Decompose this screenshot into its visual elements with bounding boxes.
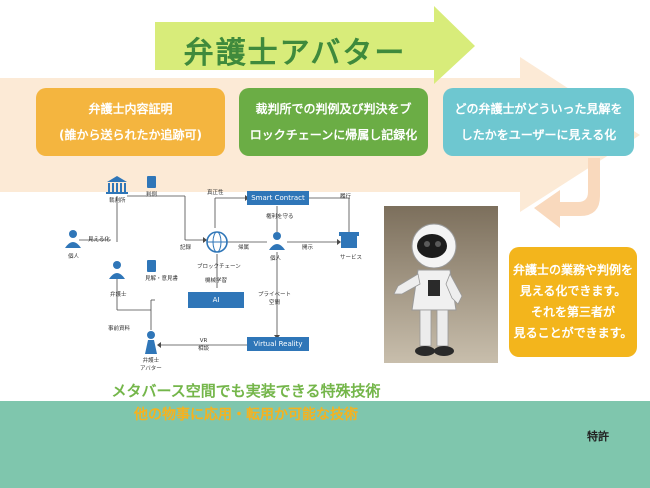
tagline-applicable: 他の物事に応用・転用か可能な技術 [134,407,358,423]
feature-box-blockchain-record: 裁判所での判例及び判決をブ ロックチェーンに帰属し記録化 [239,88,428,156]
label-kojin-right: 個人 [270,256,282,262]
feature-box-line: どの弁護士がどういった見解を [454,102,623,116]
robot-image [384,206,498,363]
visualization-callout: 弁護士の業務や判例を 見える化できます。 それを第三者が 見ることができます。 [509,247,637,357]
label-kizoku: 帰属 [238,245,250,251]
label-private: プライベート 空間 [258,292,292,306]
callout-line: それを第三者が [530,305,615,319]
feature-box-line: 裁判所での判例及び判決をブ [255,102,412,116]
feature-box-line: (誰から送られたか追跡可) [59,128,202,142]
label-kiroku: 記録 [180,245,192,251]
feature-box-line: 弁護士内容証明 [88,102,173,116]
person-icon-left [65,230,81,248]
callout-line: 見える化できます。 [519,284,627,298]
callout-line: 見ることができます。 [513,326,633,340]
feature-box-visualization: どの弁護士がどういった見解を したかをユーザーに見える化 [443,88,634,156]
return-arrow [534,158,600,228]
avatar-figure-icon [145,331,157,354]
feature-box-line: したかをユーザーに見える化 [460,128,617,142]
label-blockchain: ブロックチェーン [197,264,241,270]
label-rikou: 履行 [340,194,352,200]
label-vr-soudan: VR 相談 [198,338,210,352]
label-service: サービス [340,255,363,261]
gift-icon [339,232,359,248]
tagline-metaverse: メタバース空間でも実装できる特殊技術 [111,382,381,400]
label-kikai-gakushu: 機械学習 [205,278,228,284]
label-saibansho: 裁判所 [109,198,126,204]
system-diagram [65,176,359,354]
globe-icon [206,231,228,253]
label-kenkai: 見解・意見書 [145,276,179,282]
label-kaiji: 開示 [302,245,314,251]
green-title-arrow [155,6,475,84]
label-jizen-shiryo: 事前資料 [108,326,131,332]
callout-line: 弁護士の業務や判例を [512,263,633,277]
bottom-band [0,401,650,488]
document-icon [147,260,156,272]
patent-label: 特許 [587,430,609,443]
label-bengoshi: 弁護士 [110,292,127,298]
person-icon-right [269,232,285,250]
label-shinsei: 真正性 [207,190,224,196]
virtual-reality-box: Virtual Reality [247,337,309,351]
smart-contract-box: Smart Contract [247,191,309,205]
feature-box-certification: 弁護士内容証明 (誰から送られたか追跡可) [36,88,225,156]
court-building-icon [106,176,128,194]
label-kojin-left: 個人 [68,254,80,260]
label-mieruka: 見える化 [88,237,110,243]
label-kenri: 権利を守る [266,214,294,220]
feature-box-line: ロックチェーンに帰属し記録化 [249,128,418,142]
person-icon-lawyer [109,261,125,279]
document-icon [147,176,156,188]
page-title: 弁護士アバター [183,36,407,71]
label-hanrei: 判例 [146,192,158,198]
label-avatar: 弁護士 アバター [140,358,162,372]
ai-box: AI [188,292,244,308]
